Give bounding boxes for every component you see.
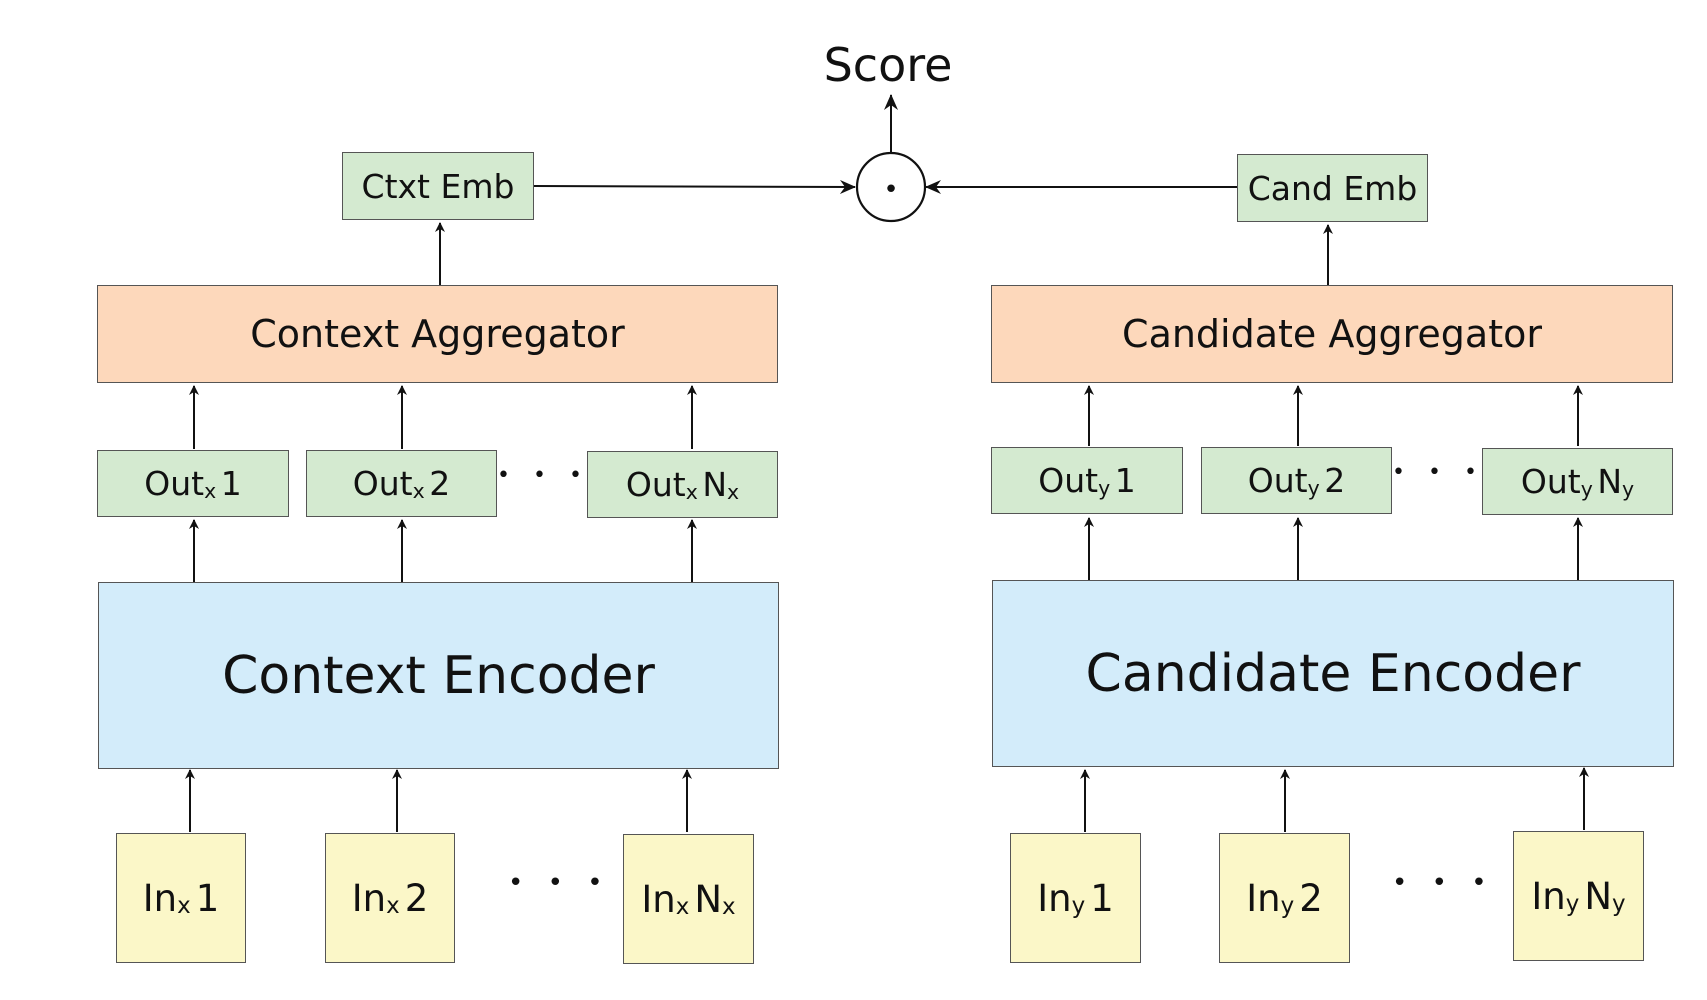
candidate-input-ellipsis: • • • (1392, 868, 1495, 898)
candidate-embedding-box: Cand Emb (1237, 154, 1428, 222)
context-input-ellipsis: • • • (508, 868, 611, 898)
score-label: Score (823, 38, 953, 92)
context-encoder-label: Context Encoder (222, 645, 655, 706)
context-embedding-box: Ctxt Emb (342, 152, 534, 220)
context-aggregator-box: Context Aggregator (97, 285, 778, 383)
candidate-encoder-box: Candidate Encoder (992, 580, 1674, 767)
candidate-embedding-label: Cand Emb (1247, 168, 1418, 208)
context-embedding-label: Ctxt Emb (361, 166, 515, 206)
candidate-aggregator-label: Candidate Aggregator (1122, 312, 1542, 356)
candidate-encoder-label: Candidate Encoder (1085, 643, 1581, 704)
candidate-aggregator-box: Candidate Aggregator (991, 285, 1673, 383)
candidate-output-ellipsis: • • • (1392, 460, 1485, 485)
context-aggregator-label: Context Aggregator (250, 312, 625, 356)
context-output-ellipsis: • • • (497, 463, 590, 488)
dot-product-circle-icon: • (883, 175, 898, 205)
context-encoder-box: Context Encoder (98, 582, 779, 769)
